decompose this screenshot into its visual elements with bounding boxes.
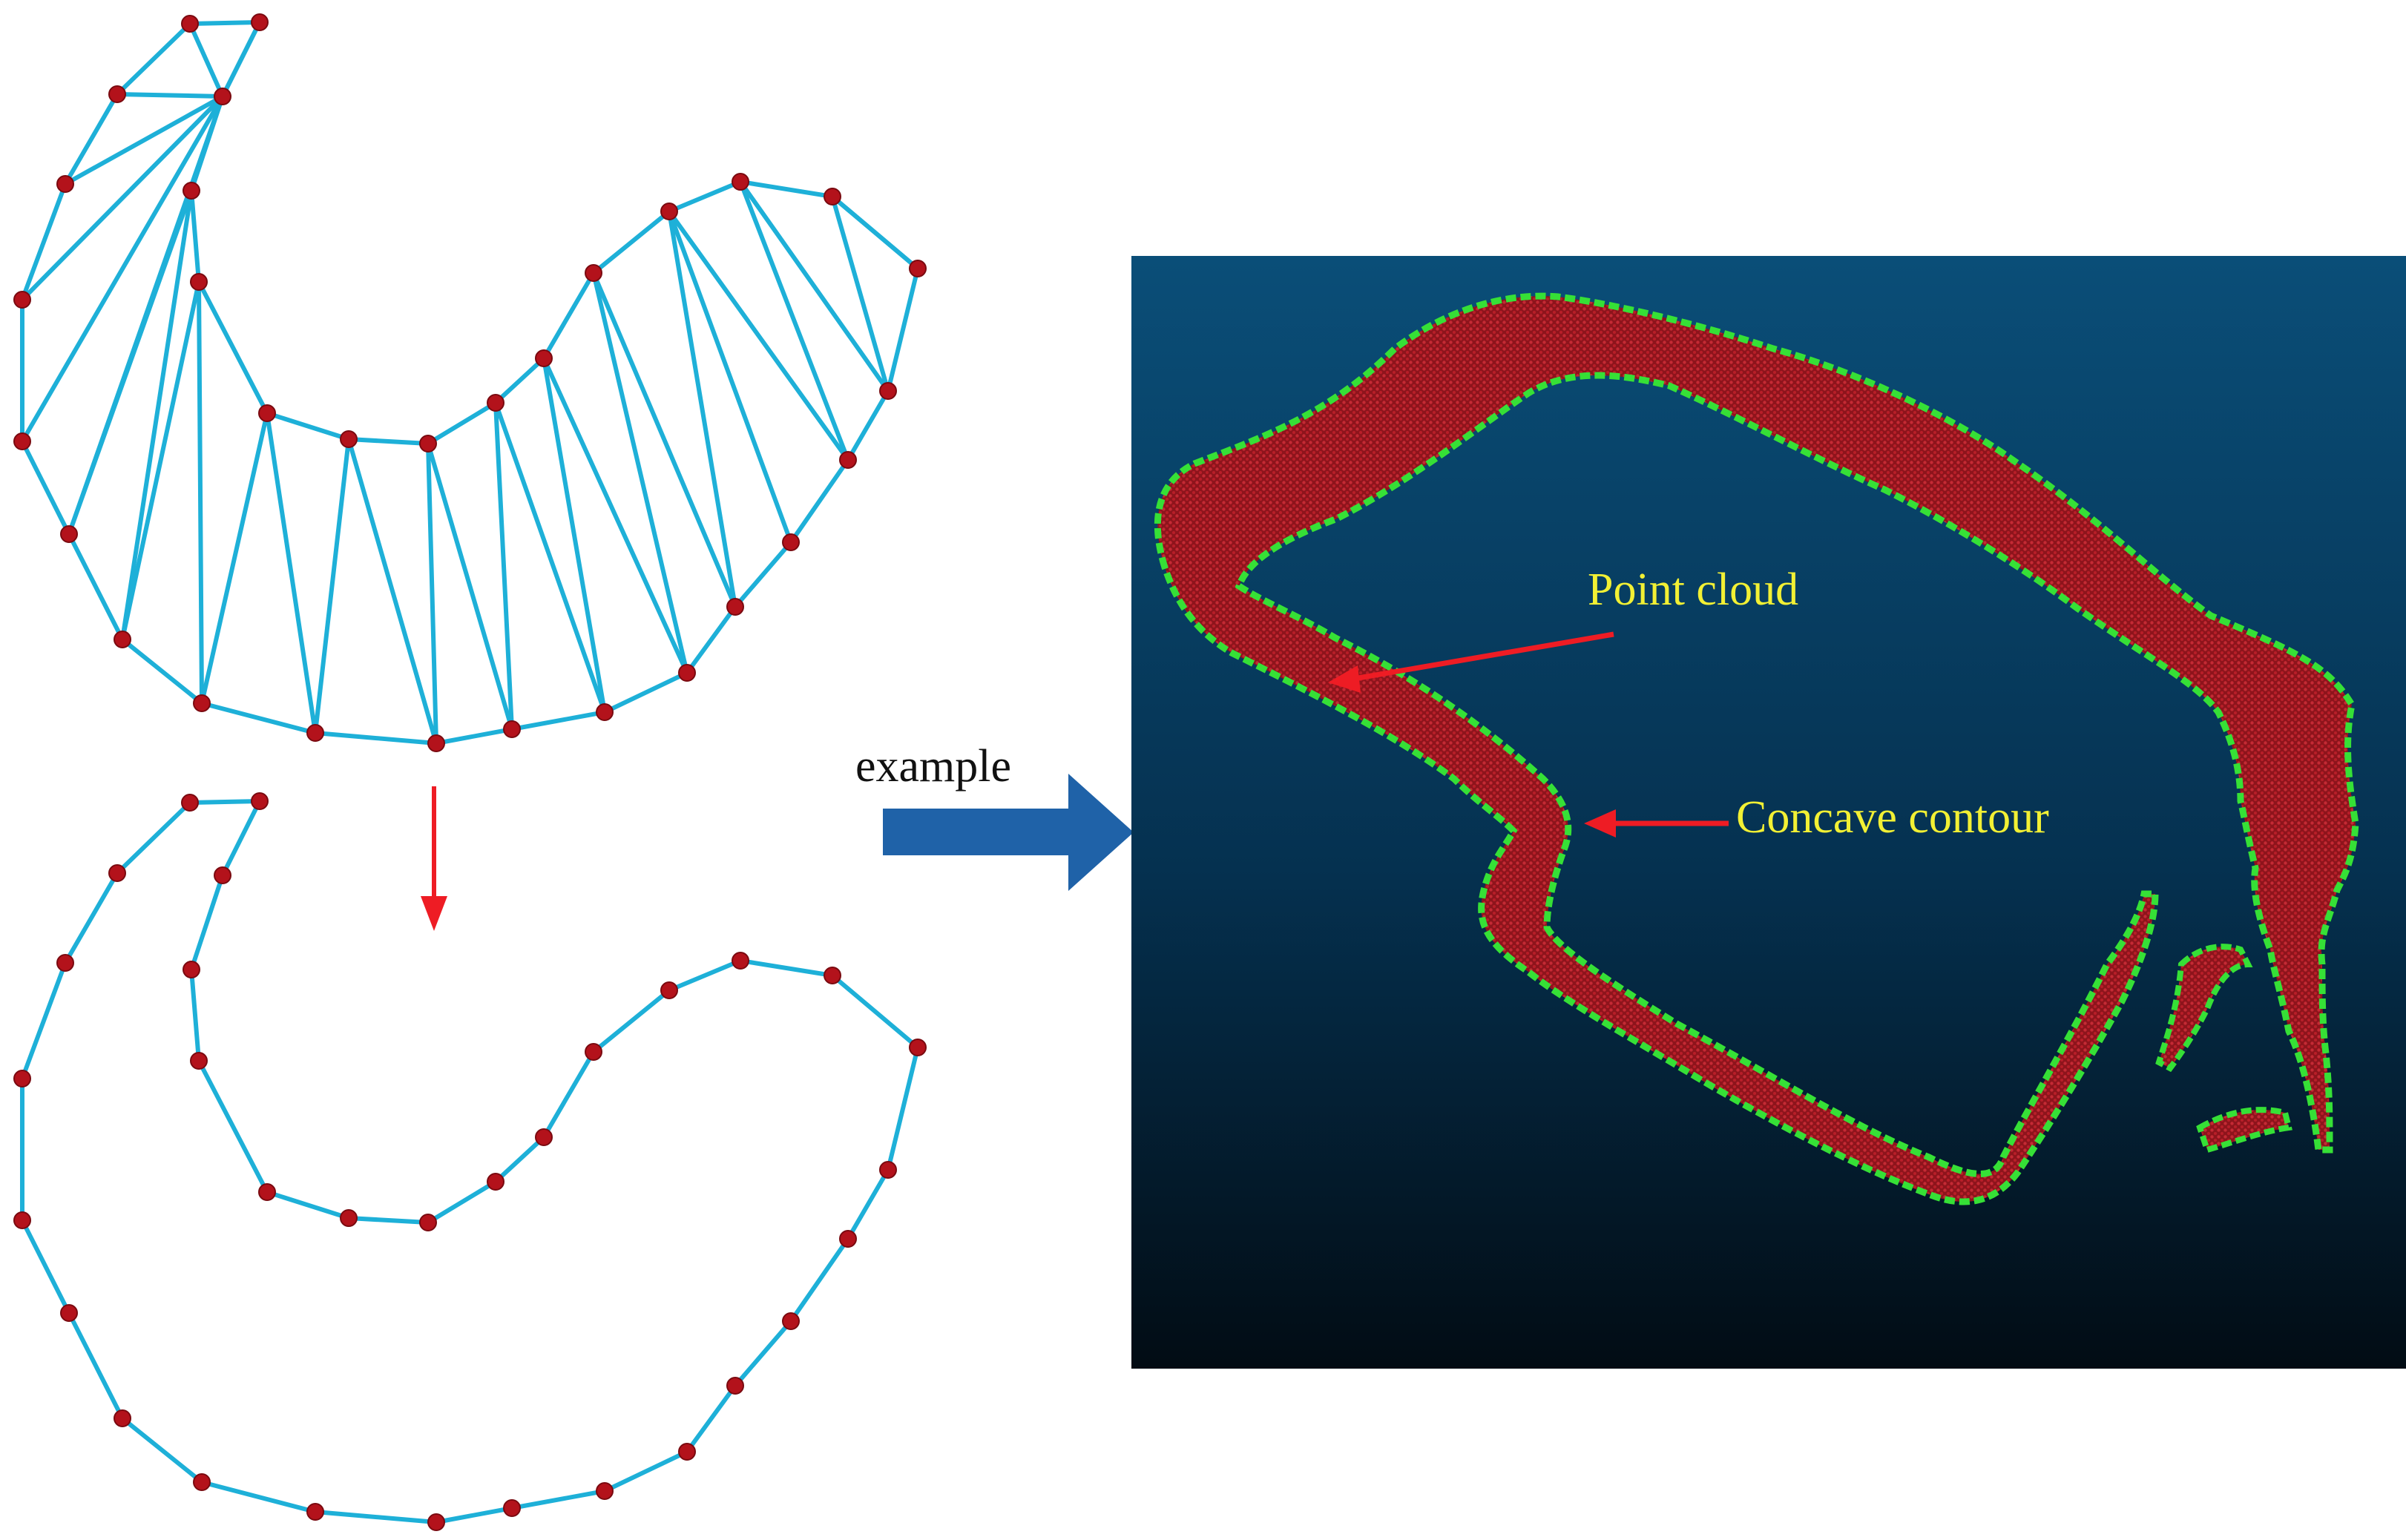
- contour-vertex: [487, 1173, 504, 1191]
- contour-vertex: [839, 1230, 857, 1248]
- mesh-vertex: [585, 264, 602, 282]
- mesh-vertex: [190, 273, 208, 291]
- mesh-vertex: [114, 631, 131, 648]
- concave-contour-polygon: [13, 792, 927, 1531]
- mesh-vertex: [340, 430, 358, 448]
- point-cloud-branch: [2155, 944, 2253, 1073]
- concave-contour-callout-arrowhead: [1584, 809, 1616, 838]
- mesh-vertex: [427, 734, 445, 752]
- contour-vertex: [732, 952, 749, 970]
- mesh-vertex: [214, 88, 231, 105]
- contour-vertex: [108, 864, 126, 882]
- contour-vertex: [535, 1128, 553, 1146]
- triangulated-mesh: [13, 13, 927, 752]
- point-cloud-label: Point cloud: [1588, 565, 1798, 615]
- mesh-vertex: [56, 175, 74, 193]
- mesh-vertex: [503, 720, 521, 738]
- contour-vertex: [56, 954, 74, 972]
- point-cloud-band: [1154, 292, 2359, 1205]
- mesh-vertex: [13, 432, 31, 450]
- mesh-vertex: [879, 382, 897, 400]
- mesh-vertex: [13, 291, 31, 309]
- mesh-vertex: [782, 533, 800, 551]
- example-label: example: [855, 741, 1011, 792]
- contour-vertex: [193, 1473, 211, 1491]
- contour-vertex: [251, 792, 269, 810]
- mesh-vertex: [660, 203, 678, 220]
- contour-vertex: [60, 1304, 78, 1322]
- contour-vertex: [678, 1443, 696, 1461]
- contour-vertex: [258, 1183, 276, 1201]
- mesh-vertex: [535, 349, 553, 367]
- mesh-vertex: [306, 724, 324, 742]
- mesh-vertex: [678, 664, 696, 682]
- mesh-vertex: [487, 394, 504, 412]
- contour-vertex: [214, 866, 231, 884]
- contour-vertex: [585, 1043, 602, 1061]
- contour-vertex: [726, 1377, 744, 1395]
- point-cloud-lower-branch: [2196, 1107, 2292, 1154]
- mesh-vertex: [108, 85, 126, 103]
- mesh-vertex: [839, 451, 857, 469]
- contour-vertex: [596, 1482, 614, 1500]
- contour-vertex: [13, 1211, 31, 1229]
- contour-vertex: [782, 1312, 800, 1330]
- contour-outline: [20, 799, 920, 1524]
- contour-vertex: [190, 1052, 208, 1070]
- mesh-vertex: [60, 525, 78, 543]
- contour-vertex: [879, 1161, 897, 1179]
- contour-vertex: [340, 1209, 358, 1227]
- contour-vertex: [824, 967, 841, 984]
- mesh-vertex: [909, 260, 927, 277]
- contour-vertex: [503, 1499, 521, 1517]
- mesh-vertex: [193, 694, 211, 712]
- contour-vertex: [306, 1503, 324, 1521]
- mesh-vertex: [732, 173, 749, 191]
- mesh-vertex: [181, 15, 199, 33]
- mesh-vertex: [419, 435, 437, 453]
- mesh-vertex: [824, 188, 841, 205]
- point-cloud-panel: Point cloud Concave contour: [1131, 256, 2406, 1369]
- point-cloud-callout-arrow: [1353, 631, 1614, 682]
- contour-vertex: [427, 1513, 445, 1531]
- mesh-vertex: [183, 182, 200, 200]
- mesh-vertex: [258, 404, 276, 422]
- point-cloud-callout-arrowhead: [1328, 665, 1361, 693]
- contour-vertex: [13, 1070, 31, 1087]
- mesh-vertex: [726, 598, 744, 616]
- contour-vertex: [909, 1039, 927, 1056]
- concave-contour-label: Concave contour: [1736, 792, 2049, 843]
- contour-vertex: [183, 961, 200, 978]
- contour-vertex: [181, 794, 199, 812]
- down-arrow-icon: [421, 786, 447, 931]
- contour-vertex: [114, 1409, 131, 1427]
- contour-vertex: [660, 981, 678, 999]
- right-arrow-icon: [883, 774, 1134, 891]
- mesh-vertex: [251, 13, 269, 31]
- contour-vertex: [419, 1214, 437, 1231]
- mesh-vertex: [596, 703, 614, 721]
